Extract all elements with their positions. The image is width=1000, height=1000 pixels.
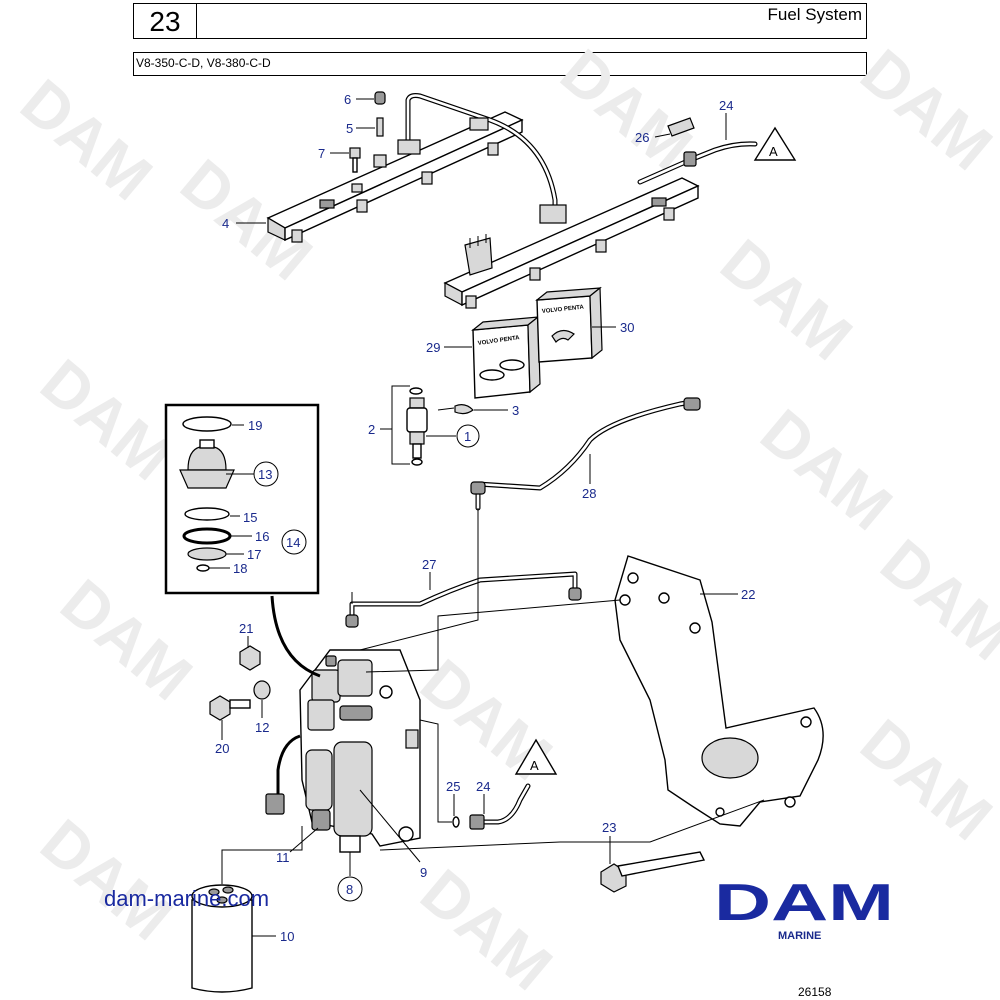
callout-18: 18 (233, 561, 247, 576)
watermark: DAM (8, 65, 166, 214)
watermark: DAM (28, 345, 186, 494)
bolt-23 (600, 851, 706, 893)
callout-14: 14 (286, 535, 300, 550)
watermark-layer: DAM DAM DAM DAM DAM DAM DAM DAM DAM DAM … (8, 35, 1000, 1000)
kit29-label: VOLVO PENTA (477, 335, 520, 347)
reference-triangle-top: A (753, 126, 797, 161)
fuel-pump (305, 741, 373, 853)
callout-12: 12 (255, 720, 269, 735)
brand-subtitle: MARINE (778, 930, 822, 942)
section-number: 23 (134, 4, 197, 38)
website-link[interactable]: dam-marine.com (104, 886, 270, 911)
model-box: V8-350-C-D, V8-380-C-D (133, 52, 867, 76)
watermark: DAM (408, 855, 566, 1000)
callout-21: 21 (239, 621, 253, 636)
callout-23: 23 (602, 820, 616, 835)
rail-bracket (464, 234, 493, 276)
section-title: Fuel System (767, 5, 862, 24)
pressure-fitting (349, 91, 387, 193)
fuel-rail-left (266, 111, 524, 243)
ref-a-bottom: A (530, 758, 539, 773)
callout-24-bottom: 24 (476, 779, 490, 794)
fuel-line-24-bottom (452, 783, 531, 830)
mounting-bracket (614, 555, 824, 827)
model-designation: V8-350-C-D, V8-380-C-D (136, 56, 271, 70)
callout-26: 26 (635, 130, 649, 145)
callout-3: 3 (512, 403, 519, 418)
callout-1: 1 (464, 429, 471, 444)
figure-number: 26158 (798, 985, 832, 999)
fuel-line-28 (470, 397, 701, 511)
callout-circles (253, 424, 480, 902)
fuel-line-top (637, 117, 758, 185)
watermark: DAM (848, 705, 1000, 854)
filter-fittings (209, 645, 271, 721)
callout-24-top: 24 (719, 98, 733, 113)
brand-logo: DAM (714, 876, 894, 926)
callout-27: 27 (422, 557, 436, 572)
callout-6: 6 (344, 92, 351, 107)
callout-10: 10 (280, 929, 294, 944)
callout-4: 4 (222, 216, 229, 231)
watermark: DAM (848, 35, 1000, 184)
callout-20: 20 (215, 741, 229, 756)
callout-28: 28 (582, 486, 596, 501)
callout-11: 11 (276, 850, 290, 865)
watermark: DAM (28, 805, 186, 954)
fuel-rail-right (443, 177, 700, 309)
filter-detail-inset (164, 403, 320, 595)
callout-9: 9 (420, 865, 427, 880)
seal-kit-29: VOLVO PENTA (471, 315, 541, 399)
ref-a-top: A (769, 144, 778, 159)
header-box: 23 Fuel System (133, 3, 867, 39)
leader-lines (209, 98, 765, 937)
watermark: DAM (708, 225, 866, 374)
callout-30: 30 (620, 320, 634, 335)
watermark: DAM (868, 525, 1000, 674)
crossover-tube (397, 93, 567, 224)
seal-kit-30: VOLVO PENTA (535, 286, 603, 363)
brand-wordmark: DAM (714, 876, 894, 926)
wiring-harness (265, 595, 321, 815)
callout-5: 5 (346, 121, 353, 136)
callout-16: 16 (255, 529, 269, 544)
callout-8: 8 (346, 882, 353, 897)
callout-29: 29 (426, 340, 440, 355)
fuel-injector (406, 387, 474, 466)
callout-13: 13 (258, 467, 272, 482)
watermark: DAM (748, 395, 906, 544)
callout-19: 19 (248, 418, 262, 433)
kit30-label: VOLVO PENTA (542, 305, 585, 315)
callout-7: 7 (318, 146, 325, 161)
fuel-line-27 (345, 571, 582, 628)
callout-15: 15 (243, 510, 257, 525)
callout-25: 25 (446, 779, 460, 794)
callout-numbers: 1 2 3 4 5 6 7 8 9 10 11 12 13 14 15 16 1… (215, 92, 755, 944)
callout-22: 22 (741, 587, 755, 602)
callout-2: 2 (368, 422, 375, 437)
reference-triangle-bottom: A (514, 738, 558, 775)
fuel-filter-10 (191, 884, 253, 993)
callout-17: 17 (247, 547, 261, 562)
